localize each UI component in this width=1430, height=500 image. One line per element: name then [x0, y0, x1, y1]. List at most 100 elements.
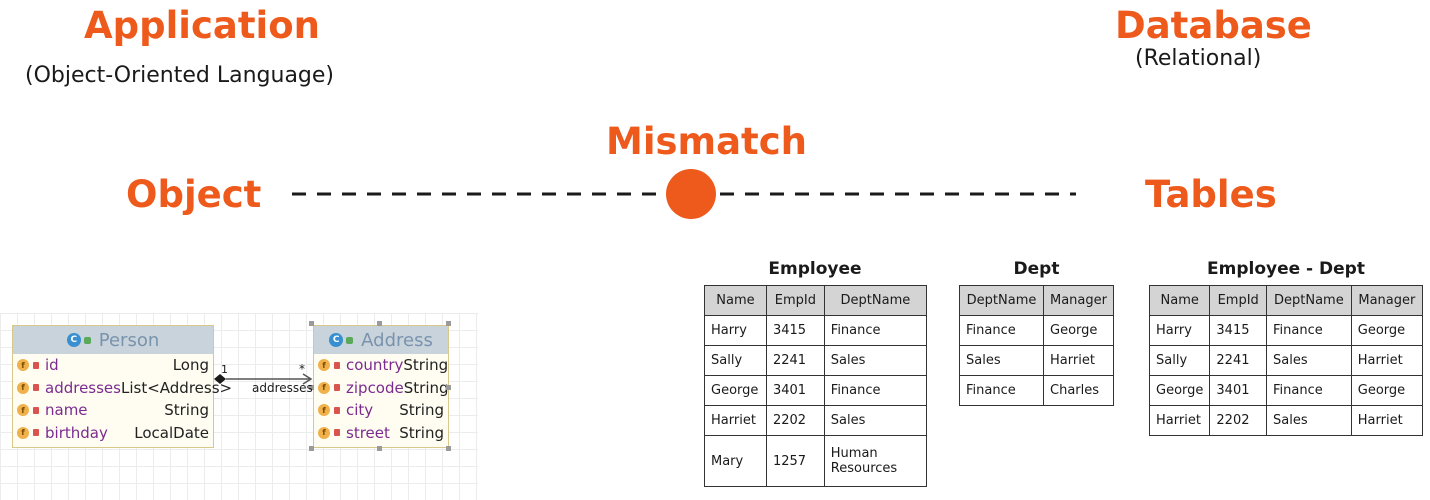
employee_dept-table-cell: George [1148, 375, 1211, 406]
employee-table-cell: 2241 [765, 345, 825, 376]
field-icon: f [318, 381, 330, 394]
person-field-name: id [45, 356, 59, 375]
composition-diamond [214, 374, 226, 384]
address-field-type: String [403, 378, 449, 397]
dept-table-cell: Charles [1043, 375, 1114, 406]
lock-icon [33, 384, 39, 392]
object-label: Object [126, 173, 262, 216]
class-icon: C [66, 333, 81, 347]
application-subtitle: (Object-Oriented Language) [25, 63, 335, 88]
lock-icon [334, 429, 340, 437]
dept-table-cell: Finance [959, 375, 1044, 406]
field-icon: f [318, 404, 330, 417]
source-multiplicity: 1 [221, 363, 228, 376]
field-icon: f [318, 426, 330, 439]
person-field-type: LocalDate [134, 423, 209, 442]
employee-table-cell: 1257 [765, 435, 825, 487]
database-heading: Database [1115, 4, 1312, 47]
employee_dept-table-cell: Finance [1265, 315, 1352, 346]
selection-handle[interactable] [446, 321, 451, 326]
lock-icon [334, 384, 340, 392]
address-field-type: String [403, 356, 449, 375]
employee-table-cell: Finance [823, 315, 928, 346]
address-class-header: C Address [314, 326, 448, 354]
field-icon: f [17, 359, 29, 372]
employee_dept-table-cell: 2241 [1209, 345, 1267, 376]
employee_dept-table-cell: George [1350, 315, 1424, 346]
address-field-name: city [346, 401, 374, 420]
dept-column-header: DeptName [959, 285, 1044, 316]
class-icon: C [329, 333, 344, 347]
address-field-row: f city String [314, 399, 448, 422]
selection-handle[interactable] [377, 321, 382, 326]
database-subtitle: (Relational) [1135, 46, 1262, 71]
address-class-name: Address [361, 329, 433, 351]
address-field-name: street [346, 423, 390, 442]
employee_dept-table-cell: Harriet [1350, 345, 1424, 376]
employee-table-cell: 2202 [765, 405, 825, 436]
selection-handle[interactable] [446, 385, 451, 390]
employee_dept-table-cell: Harriet [1350, 405, 1424, 436]
address-field-name: zipcode [346, 378, 404, 397]
employee_dept-table-cell: Harry [1148, 315, 1211, 346]
employee-table-cell: Sales [823, 345, 928, 376]
employee-table-cell: Sally [704, 345, 767, 376]
field-icon: f [17, 381, 29, 394]
pin-icon [346, 336, 354, 344]
employee-table-cell: Human Resources [823, 435, 928, 487]
address-field-name: country [346, 356, 404, 375]
employee_dept-table-cell: 3415 [1209, 315, 1267, 346]
employee-table-cell: 3401 [765, 375, 825, 406]
mismatch-label: Mismatch [606, 120, 808, 163]
dept-table-cell: Finance [959, 315, 1044, 346]
person-class-header: C Person [13, 326, 213, 354]
person-field-type: String [164, 401, 209, 420]
person-field-name: name [45, 401, 88, 420]
employee_dept-table-cell: 3401 [1209, 375, 1267, 406]
person-class-name: Person [98, 329, 160, 351]
selection-handle[interactable] [309, 446, 314, 451]
dept-column-header: Manager [1043, 285, 1114, 316]
lock-icon [33, 429, 39, 437]
employee-column-header: DeptName [823, 285, 928, 316]
application-heading: Application [84, 4, 321, 47]
selection-handle[interactable] [309, 321, 314, 326]
employee_dept-table-cell: George [1350, 375, 1424, 406]
address-field-type: String [399, 401, 444, 420]
selection-handle[interactable] [377, 446, 382, 451]
employee_dept-table-cell: Sales [1265, 405, 1352, 436]
dept-table-title: Dept [1013, 259, 1060, 279]
employee_dept-column-header: Manager [1350, 285, 1424, 316]
mismatch-dot [666, 169, 716, 219]
selection-handle[interactable] [446, 446, 451, 451]
person-field-name: addresses [45, 378, 121, 397]
dept-table-cell: George [1043, 315, 1114, 346]
employee-table-cell: Mary [704, 435, 767, 487]
field-icon: f [17, 404, 29, 417]
selection-handle[interactable] [309, 385, 314, 390]
person-field-row: f name String [13, 399, 213, 422]
employee-table-cell: 3415 [765, 315, 825, 346]
